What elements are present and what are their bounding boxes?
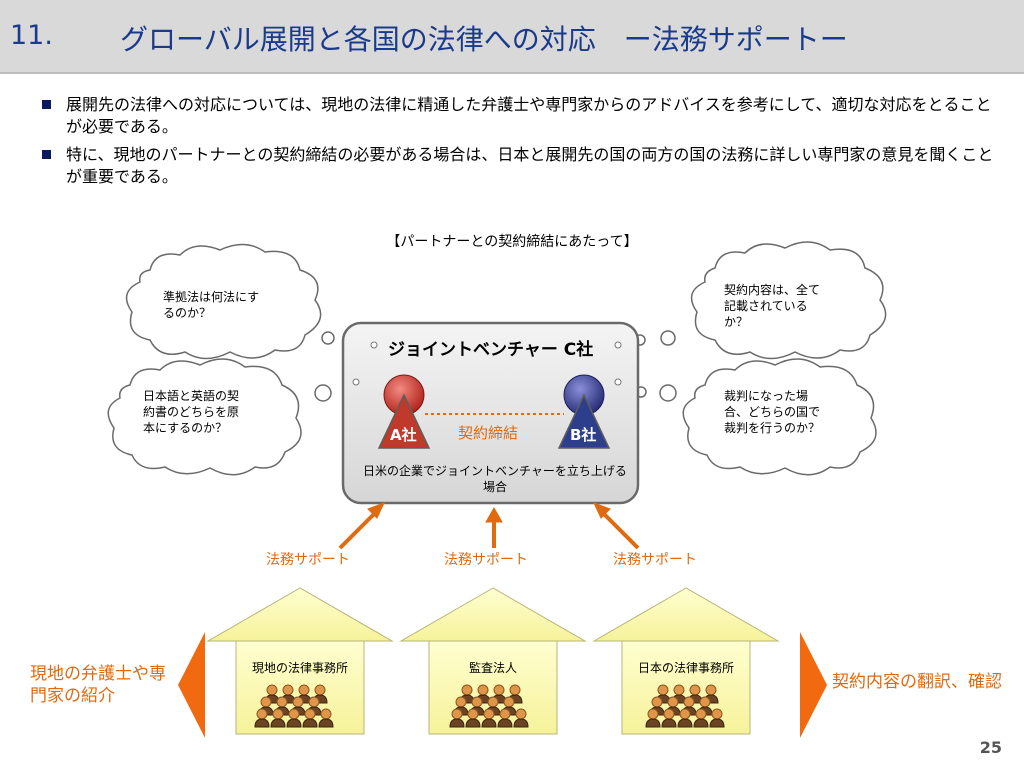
- bullet-text: 展開先の法律への対応については、現地の法律に精通した弁護士や専門家からのアドバイ…: [66, 95, 992, 136]
- right-side-label: 契約内容の翻訳、確認: [832, 672, 1002, 692]
- support-label-right: 法務サポート: [613, 552, 697, 568]
- company-b-icon: [557, 374, 611, 449]
- arrow-right: [593, 502, 640, 550]
- cloud-text-mid-right: 裁判になった場合、どちらの国で裁判を行うのか？: [724, 389, 821, 435]
- cloud-top-right: [690, 241, 887, 360]
- diagram-caption: 【パートナーとの契約締結にあたって】: [386, 234, 638, 250]
- bullet-text: 特に、現地のパートナーとの契約締結の必要がある場合は、日本と展開先の国の両方の国…: [66, 145, 994, 186]
- bullet-marker: [42, 100, 51, 109]
- left-side-label: 現地の弁護士や専門家の紹介: [30, 664, 166, 706]
- bullet-item: 展開先の法律への対応については、現地の法律に精通した弁護士や専門家からのアドバイ…: [40, 94, 1000, 138]
- cloud-top-left: [125, 243, 322, 360]
- bullet-item: 特に、現地のパートナーとの契約締結の必要がある場合は、日本と展開先の国の両方の国…: [40, 144, 1000, 188]
- jv-subtitle: 日米の企業でジョイントベンチャーを立ち上げる場合: [363, 464, 627, 494]
- contract-label: 契約締結: [458, 424, 519, 442]
- title-bar: 11. グローバル展開と各国の法律への対応 ー法務サポートー: [0, 0, 1024, 74]
- title-number: 11.: [10, 20, 53, 51]
- cloud-text-top-left: 準拠法は何法にするのか？: [163, 290, 260, 320]
- arrow-center: [485, 506, 503, 548]
- support-label-center: 法務サポート: [444, 552, 528, 568]
- page-title: グローバル展開と各国の法律への対応 ー法務サポートー: [120, 23, 848, 56]
- house-label-center: 監査法人: [468, 661, 517, 675]
- company-b-label: B社: [570, 426, 597, 444]
- arrow-left: [338, 502, 385, 550]
- company-a-label: A社: [390, 426, 417, 444]
- bullet-marker: [42, 150, 51, 159]
- right-pointer: [800, 632, 827, 738]
- page-number: 25: [979, 738, 1002, 757]
- jv-box: [341, 321, 640, 505]
- house-label-right: 日本の法律事務所: [637, 661, 734, 675]
- house-label-left: 現地の法律事務所: [251, 661, 348, 675]
- cloud-text-top-right: 契約内容は、全て記載されているか？: [724, 283, 821, 329]
- house-center: [399, 587, 587, 735]
- cloud-mid-left: [107, 358, 302, 476]
- left-pointer: [178, 632, 205, 738]
- cloud-mid-right: [682, 358, 877, 476]
- support-label-left: 法務サポート: [266, 552, 350, 568]
- company-a-icon: [377, 374, 431, 449]
- jv-title: ジョイントベンチャー C社: [388, 340, 594, 360]
- bullet-list: 展開先の法律への対応については、現地の法律に精通した弁護士や専門家からのアドバイ…: [40, 94, 1000, 194]
- cloud-text-mid-left: 日本語と英語の契約書のどちらを原本にするのか？: [143, 389, 240, 435]
